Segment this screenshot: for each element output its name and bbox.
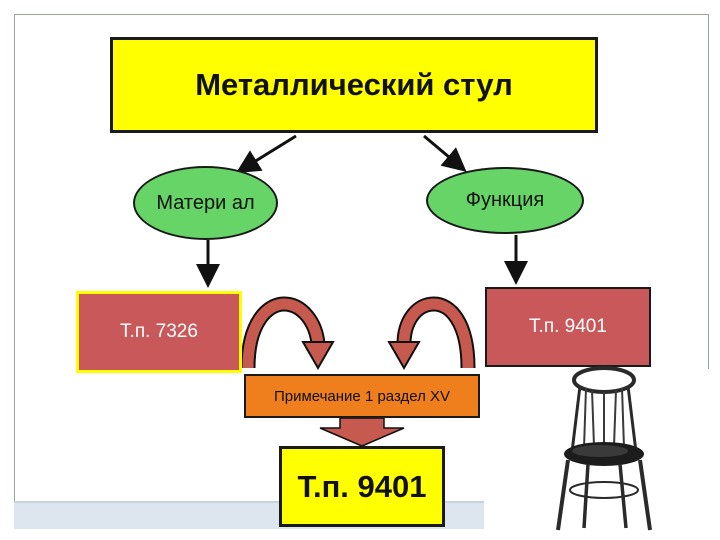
result-box: Т.п. 9401 [279,446,445,527]
function-code-text: Т.п. 9401 [529,316,607,337]
material-code-box: Т.п. 7326 [76,291,242,373]
metal-chair-image [556,366,652,531]
slide-frame-right [708,14,709,369]
slide-frame-top [14,14,709,15]
note-box: Примечание 1 раздел XV [244,374,480,418]
title-text: Металлический стул [195,67,513,102]
function-label: Функция [465,189,545,211]
material-label: Матери ал [156,191,255,214]
curved-arrow-right [387,296,476,371]
arrow-title-to-function [423,134,467,172]
arrow-title-to-material [235,134,297,174]
result-text: Т.п. 9401 [297,468,427,504]
title-box: Металлический стул [110,37,598,133]
function-oval: Функция [426,167,584,234]
material-oval: Матери ал [133,166,278,240]
curved-arrow-left [240,296,335,371]
slide-frame-left [14,14,15,509]
down-block-arrow [319,417,405,447]
material-code-text: Т.п. 7326 [120,321,198,342]
function-code-box: Т.п. 9401 [485,287,651,367]
note-text: Примечание 1 раздел XV [273,387,451,405]
slide-footer-line [14,501,484,503]
